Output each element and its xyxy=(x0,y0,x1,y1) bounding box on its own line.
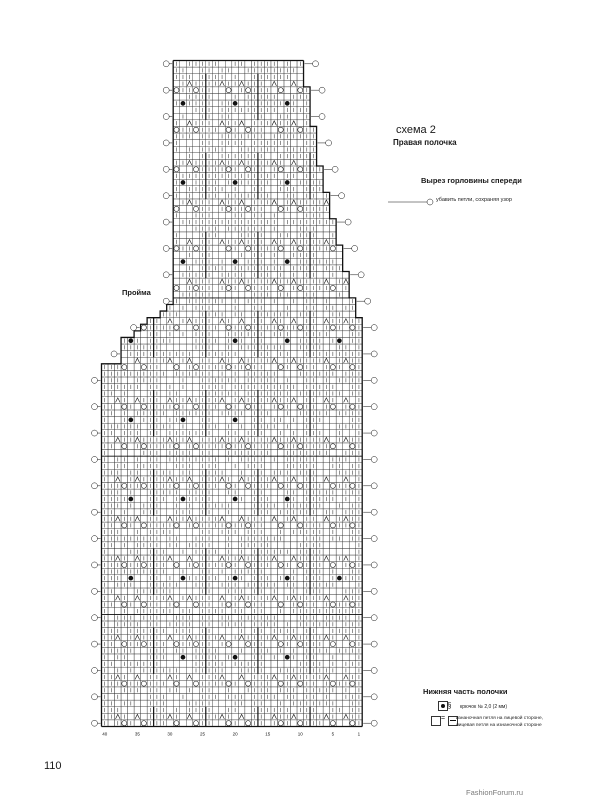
legend-dot-symbol xyxy=(438,701,448,711)
schema-title: схема 2 xyxy=(396,124,436,136)
legend-empty-symbol xyxy=(431,716,441,726)
chart-grid xyxy=(101,60,363,727)
axis-tick-label: 20 xyxy=(233,732,239,737)
axis-tick-label: 10 xyxy=(298,732,304,737)
neckline-label: Вырез горловины спереди xyxy=(421,176,522,185)
watermark: FashionForum.ru xyxy=(466,788,524,797)
crochet-hook-icon: § xyxy=(447,701,452,710)
axis-tick-label: 5 xyxy=(332,732,335,737)
legend-purl-text-1: изнаночная петля на лицевой стороне, xyxy=(456,716,543,721)
legend-equals: = xyxy=(441,715,446,722)
page-number: 110 xyxy=(44,760,62,772)
axis-tick-label: 25 xyxy=(200,732,206,737)
axis-tick-label: 35 xyxy=(135,732,141,737)
legend-crochet-text: крючок № 2,0 (2 мм) xyxy=(460,704,508,710)
chart-outline xyxy=(100,59,434,728)
piece-title: Правая полочка xyxy=(393,138,457,147)
chart-symbols xyxy=(104,61,360,727)
axis-tick-label: 40 xyxy=(102,732,108,737)
axis-tick-label: 15 xyxy=(265,732,271,737)
legend-dash-symbol xyxy=(448,716,458,726)
bottom-section-label: Нижняя часть полочки xyxy=(423,687,508,696)
axis-tick-label: 30 xyxy=(167,732,173,737)
bottom-axis: 40 35 30 25 20 15 10 5 1 xyxy=(102,732,360,737)
row-number-markers xyxy=(91,60,378,727)
axis-tick-label: 1 xyxy=(358,732,361,737)
neckline-note: убавить петли, сохраняя узор xyxy=(436,197,512,203)
legend-purl-text-2: лицевая петля на изнаночной стороне xyxy=(456,723,542,728)
armhole-label: Пройма xyxy=(122,288,151,297)
